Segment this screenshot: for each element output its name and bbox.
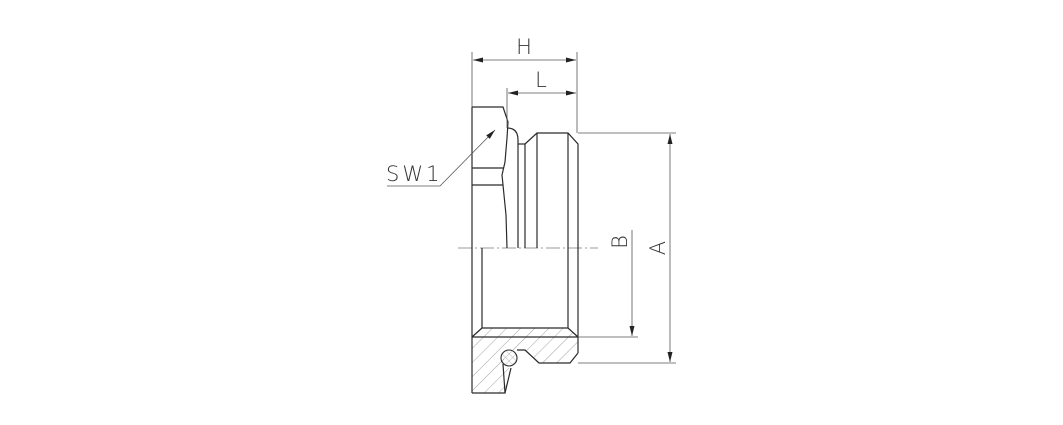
dimensions: [387, 52, 676, 364]
labels: H L SW1 B A: [386, 35, 670, 255]
label-sw1: SW1: [386, 162, 442, 186]
plug-section-view: [471, 248, 579, 394]
label-h: H: [516, 35, 532, 59]
thread-body: [524, 132, 579, 248]
label-b: B: [608, 235, 632, 249]
label-a: A: [646, 241, 670, 255]
section-material: [472, 328, 578, 393]
sw1-leader: [387, 129, 496, 187]
o-ring: [500, 349, 518, 367]
label-l: L: [535, 68, 547, 92]
undercut: [506, 127, 519, 248]
plug-external-view: [471, 106, 579, 249]
hex-head: [472, 106, 509, 249]
